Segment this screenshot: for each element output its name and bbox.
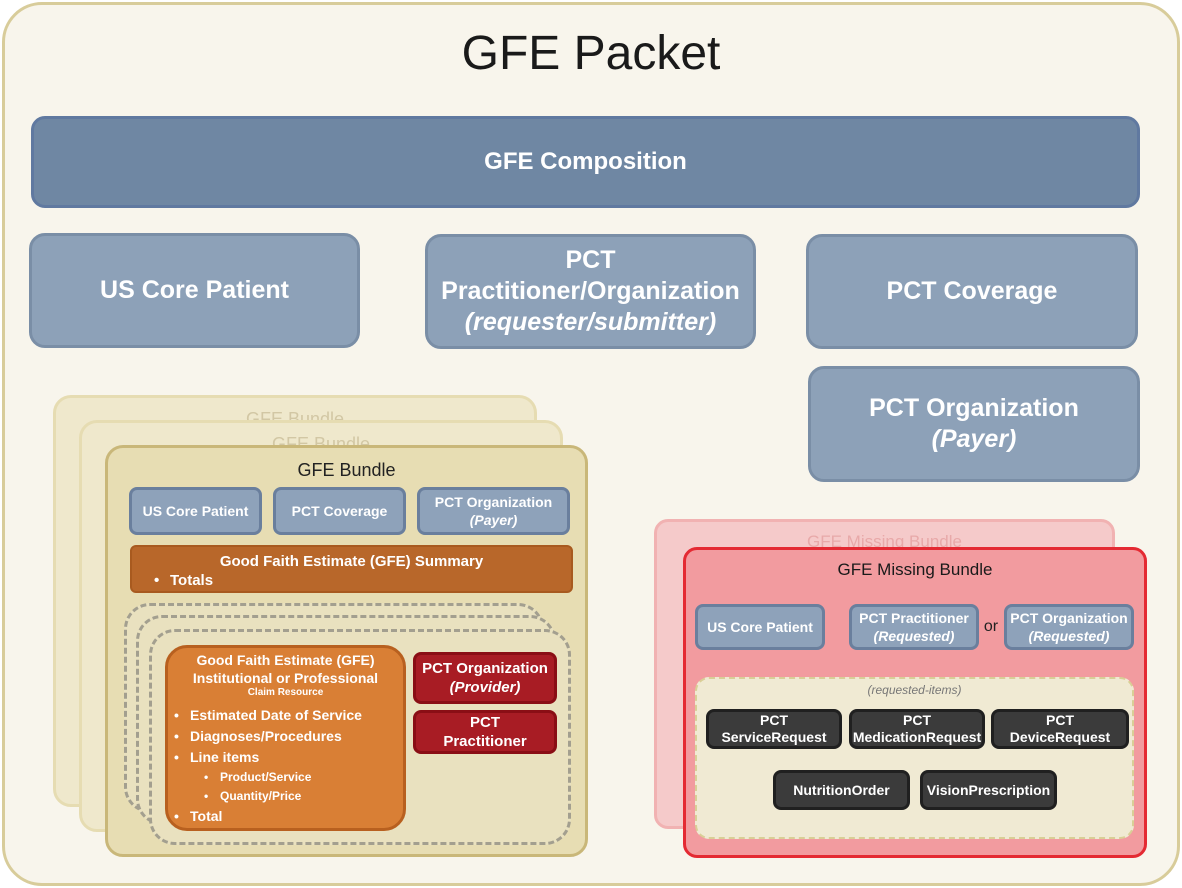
missing-pct-organization-line1: PCT Organization [1010,610,1128,626]
bundle-us-core-patient-label: US Core Patient [142,503,249,519]
pct-organization-provider: PCT Organization (Provider) [413,652,557,704]
gfe-composition: GFE Composition [31,116,1140,208]
packet-title: GFE Packet [461,27,721,80]
pct-practitioner-line2: Practitioner/Organization [441,277,740,305]
service-request-line1: PCT [760,712,788,728]
payer-label: (Payer) [931,425,1017,453]
totals-label: Totals [170,572,214,589]
claim-item: •Line items [174,749,260,765]
claim-title-line3: Claim Resource [247,687,324,698]
missing-pct-practitioner-line1: PCT Practitioner [859,610,969,626]
missing-pct-organization-line2: (Requested) [1028,628,1110,644]
provider-line2: (Provider) [449,679,521,696]
requested-items-label: (requested-items) [867,683,962,697]
bundle-pct-coverage-label: PCT Coverage [291,503,388,519]
gfe-composition-label: GFE Composition [484,148,687,175]
gfe-summary: Good Faith Estimate (GFE) Summary •Total… [130,545,573,593]
pct-coverage-label: PCT Coverage [886,277,1058,305]
pct-service-request: PCT ServiceRequest [706,709,842,749]
pct-practitioner-organization-box: PCT Practitioner/Organization (requester… [425,234,756,349]
medication-request-line2: MedicationRequest [852,729,982,745]
practitioner-line1: PCT [470,714,500,731]
practitioner-line2: Practitioner [443,733,527,750]
vision-prescription-label: VisionPrescription [926,781,1051,798]
claim-subitem: •Product/Service [204,770,312,784]
claim-item: •Total [174,808,223,824]
claim-title-line2: Institutional or Professional [192,670,379,686]
bundle-us-core-patient: US Core Patient [129,487,262,535]
gfe-summary-title: Good Faith Estimate (GFE) Summary [219,553,484,570]
device-request-label: PCT DeviceRequest [1009,712,1111,745]
nutrition-order-label: NutritionOrder [793,781,890,798]
medication-request-line1: PCT [903,712,931,728]
claim-item: •Diagnoses/Procedures [174,728,342,744]
pct-coverage-box: PCT Coverage [806,234,1138,349]
missing-pct-organization: PCT Organization (Requested) [1004,604,1134,650]
nutrition-order: NutritionOrder [773,770,910,810]
requester-submitter-label: (requester/submitter) [464,308,717,336]
missing-bundle-ghost-title: GFE Missing Bundle [807,532,962,551]
service-request-line2: ServiceRequest [721,729,827,745]
bundle-pct-coverage: PCT Coverage [273,487,406,535]
claim-title-line1: Good Faith Estimate (GFE) [196,652,375,668]
gfe-bundle-title: GFE Bundle [297,460,396,480]
pct-organization-payer-line1: PCT Organization [869,394,1079,422]
missing-bundle-title: GFE Missing Bundle [837,560,993,579]
pct-medication-request: PCT MedicationRequest [849,709,985,749]
claim-item: •Estimated Date of Service [174,707,362,723]
pct-device-request: PCT DeviceRequest [991,709,1129,749]
or-label: or [983,618,999,635]
bundle-payer-label: (Payer) [469,512,518,528]
missing-pct-practitioner: PCT Practitioner (Requested) [849,604,979,650]
claim-subitem: •Quantity/Price [204,789,302,803]
requested-items-container: (requested-items) [695,677,1134,839]
bundle-pct-organization-payer: PCT Organization (Payer) [417,487,570,535]
provider-line1: PCT Organization [422,660,548,677]
vision-prescription: VisionPrescription [920,770,1057,810]
pct-practitioner-line1: PCT [565,246,616,274]
claim-items-list: •Estimated Date of Service •Diagnoses/Pr… [174,705,403,827]
gfe-summary-item: •Totals [154,572,214,589]
gfe-claim-resource: Good Faith Estimate (GFE) Institutional … [165,645,406,831]
missing-us-core-patient-label: US Core Patient [707,619,813,635]
pct-practitioner-box: PCT Practitioner [413,710,557,754]
missing-pct-practitioner-line2: (Requested) [873,628,955,644]
us-core-patient-label: US Core Patient [100,276,289,304]
missing-us-core-patient: US Core Patient [695,604,825,650]
us-core-patient-box: US Core Patient [29,233,360,348]
bundle-pct-organization-line1: PCT Organization [434,494,553,510]
pct-organization-payer-box: PCT Organization (Payer) [808,366,1140,482]
